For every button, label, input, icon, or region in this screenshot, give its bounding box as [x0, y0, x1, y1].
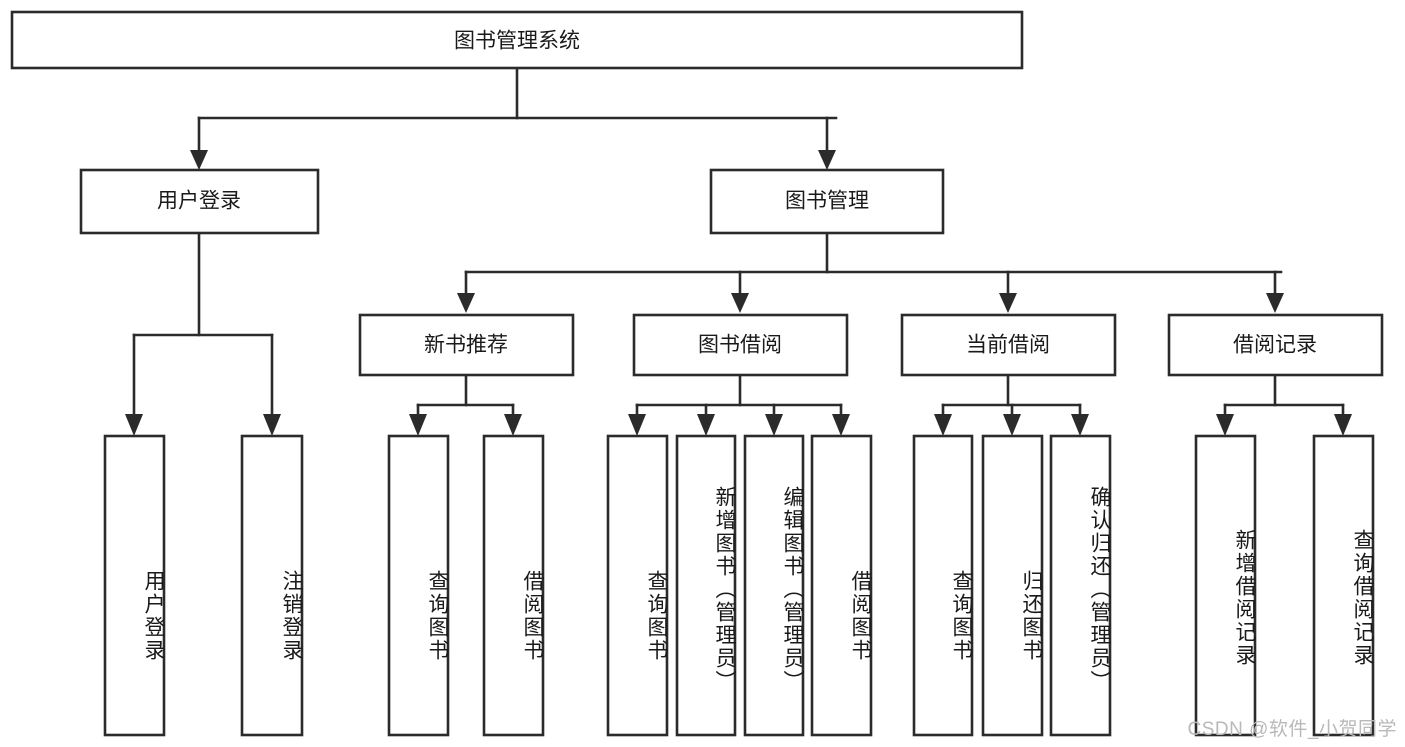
node-leaf-logout-login[interactable]: [240, 434, 304, 737]
connector-userlogin-to-leaves: [125, 231, 281, 436]
node-leaf-edit-book[interactable]: [743, 434, 805, 737]
node-book-manage[interactable]: [709, 168, 945, 235]
node-root-label: 图书管理系统: [454, 30, 580, 53]
node-book-borrow[interactable]: [632, 313, 849, 377]
node-borrow-record-label: 借阅记录: [1233, 334, 1317, 357]
connector-bookborrow-to-leaves: [628, 373, 850, 436]
node-leaf-query-book-3[interactable]: [912, 434, 974, 737]
node-leaf-add-book[interactable]: [675, 434, 737, 737]
node-leaf-query-record[interactable]: [1312, 434, 1375, 737]
node-leaf-add-record[interactable]: [1194, 434, 1257, 737]
node-root[interactable]: [10, 10, 1024, 70]
node-leaf-user-login[interactable]: [103, 434, 166, 737]
connector-borrowrecord-to-leaves: [1216, 373, 1352, 436]
node-current-borrow[interactable]: [900, 313, 1117, 377]
node-leaf-query-book-2[interactable]: [606, 434, 669, 737]
connector-bookmanage-to-level3: [457, 231, 1284, 313]
node-book-borrow-label: 图书借阅: [698, 334, 782, 357]
node-leaf-return-book[interactable]: [981, 434, 1044, 737]
node-new-book-recommend-label: 新书推荐: [424, 334, 508, 357]
connector-newbook-to-leaves: [409, 373, 522, 436]
node-new-book-recommend[interactable]: [358, 313, 575, 377]
node-borrow-record[interactable]: [1167, 313, 1384, 377]
connector-currentborrow-to-leaves: [934, 373, 1089, 436]
node-current-borrow-label: 当前借阅: [966, 334, 1050, 357]
node-book-manage-label: 图书管理: [785, 190, 869, 213]
node-leaf-confirm-return[interactable]: [1049, 434, 1112, 737]
connector-root-to-level2: [190, 66, 838, 170]
watermark-text: CSDN @软件_小贺同学: [1187, 719, 1397, 740]
node-leaf-borrow-book-2[interactable]: [810, 434, 873, 737]
node-user-login[interactable]: [79, 168, 320, 235]
node-user-login-label: 用户登录: [157, 190, 241, 213]
node-leaf-borrow-book-1[interactable]: [482, 434, 545, 737]
node-leaf-query-book-1[interactable]: [387, 434, 450, 737]
